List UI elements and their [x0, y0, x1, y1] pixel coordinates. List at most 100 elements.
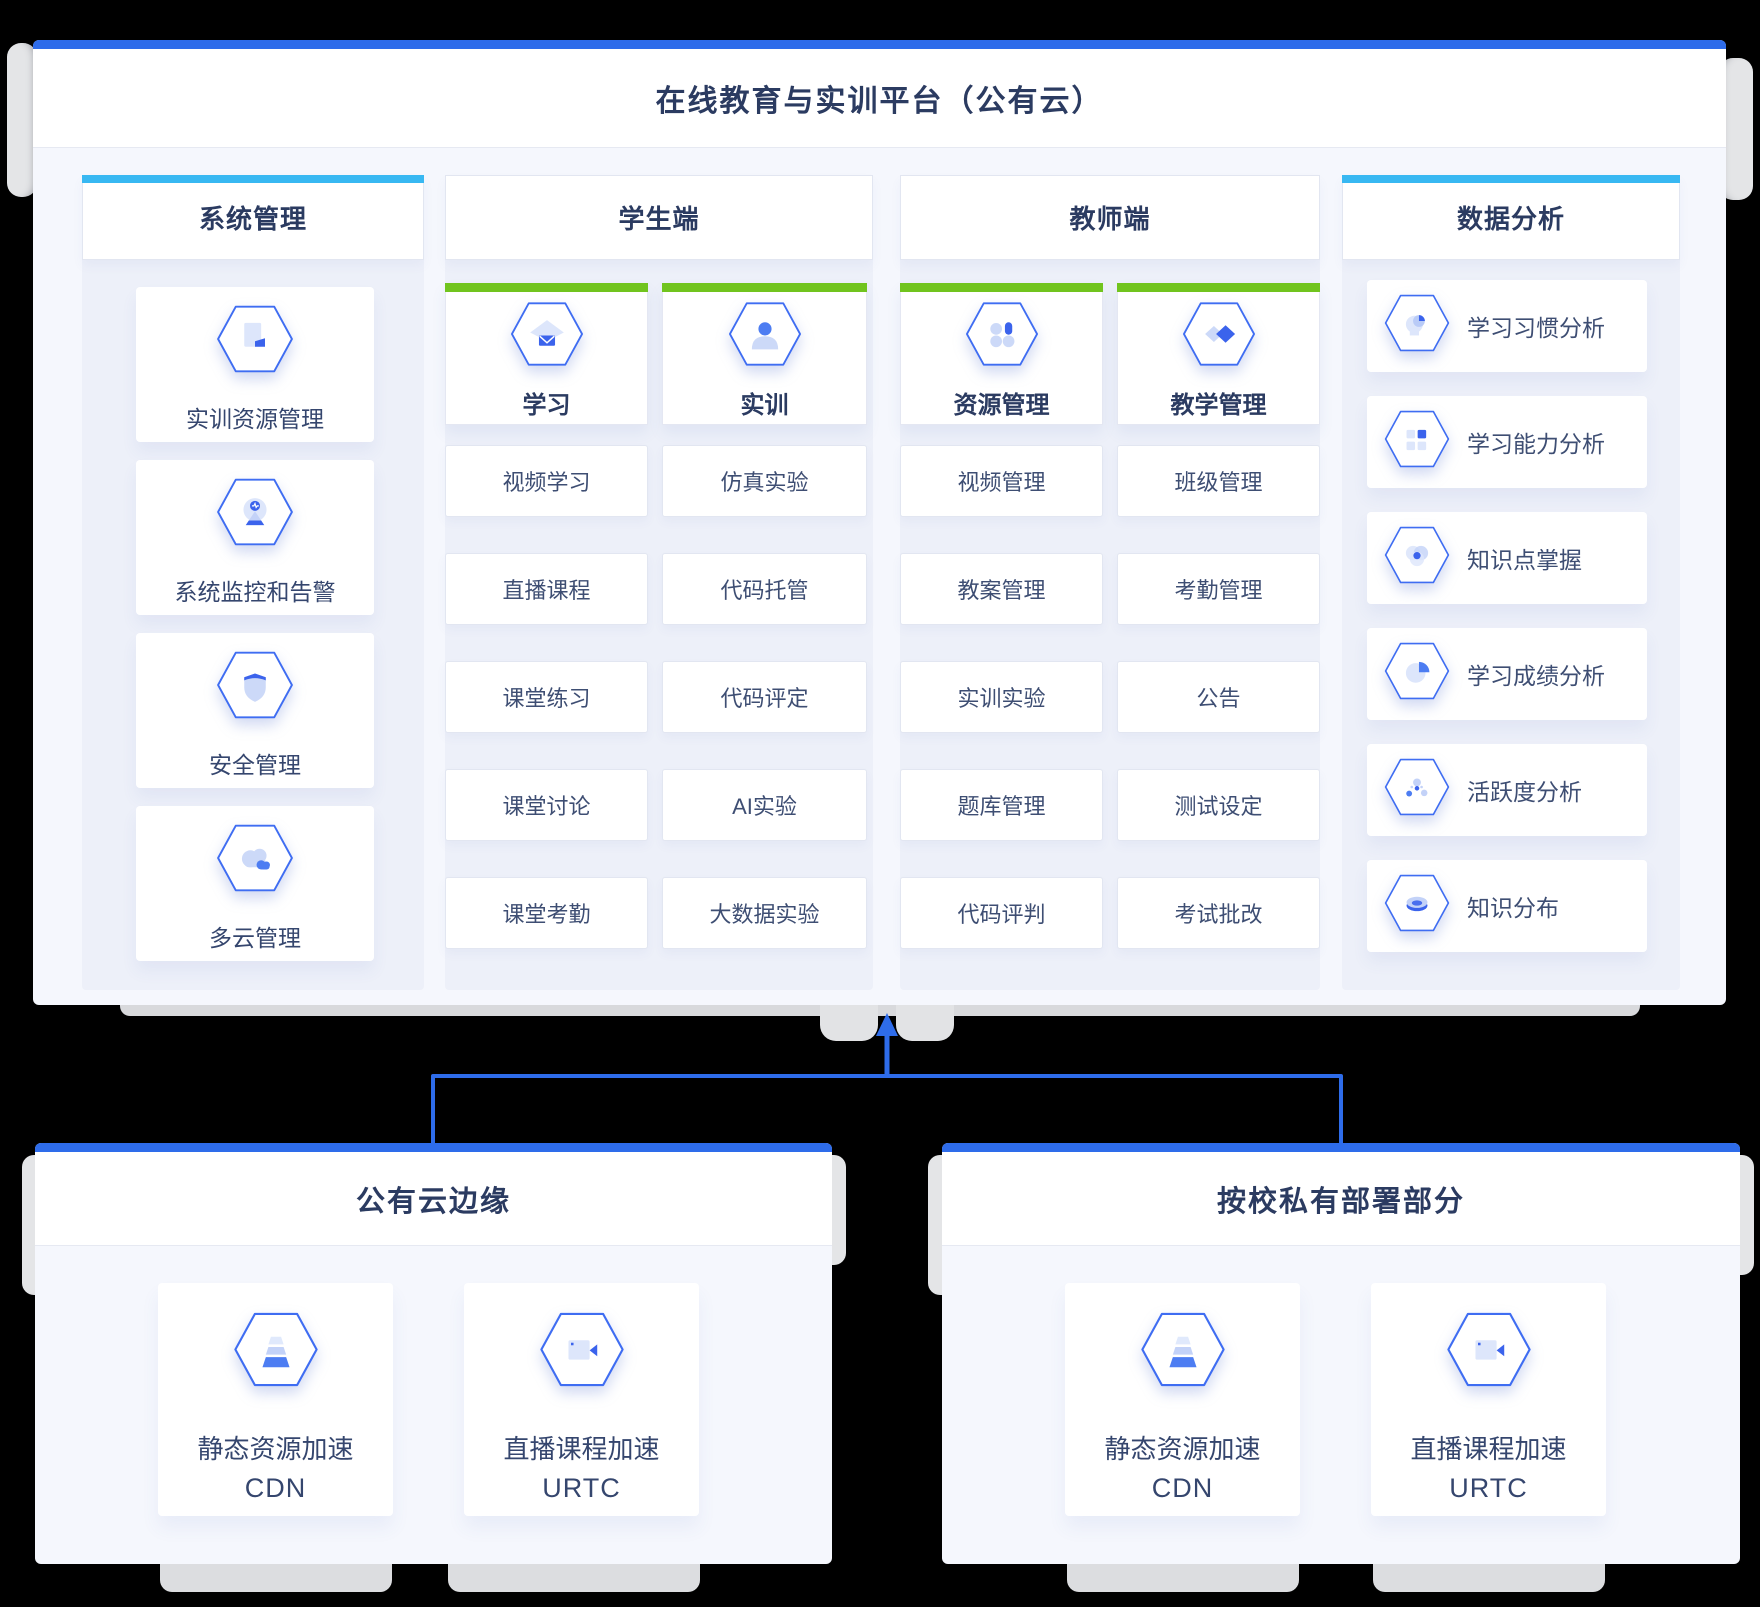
bottom-card-icon-wrap [158, 1311, 393, 1388]
bottom-card-icon-wrap [1065, 1311, 1300, 1388]
bottom-panel-header: 按校私有部署部分 [942, 1152, 1740, 1246]
analysis-row: 学习习惯分析 [1367, 280, 1647, 372]
bottom-card-label-line2: URTC [1449, 1473, 1528, 1503]
card-label: 实训资源管理 [186, 406, 324, 432]
subcolumn-header-card: 资源管理 [900, 283, 1103, 425]
list-item: 仿真实验 [662, 445, 867, 517]
card-label: 安全管理 [209, 752, 301, 778]
score-analysis-icon [1384, 642, 1450, 700]
card-icon-wrap [136, 477, 374, 547]
system-card: 实训资源管理 [136, 287, 374, 442]
list-item: 考勤管理 [1117, 553, 1320, 625]
analysis-row-label: 学习能力分析 [1467, 431, 1605, 457]
cdn-icon [1140, 1312, 1225, 1387]
list-item: 视频管理 [900, 445, 1103, 517]
training-resource-icon [217, 305, 293, 373]
practical-training-icon [728, 302, 801, 366]
column-title: 教师端 [1069, 204, 1151, 234]
bottom-card: 静态资源加速 CDN [1065, 1283, 1300, 1516]
panel-accent-bar [942, 1143, 1740, 1152]
row-icon-wrap [1383, 757, 1451, 823]
bottom-card-label-line1: 直播课程加速 [503, 1434, 660, 1464]
row-icon-wrap [1383, 293, 1451, 359]
row-icon-wrap [1383, 641, 1451, 707]
subcard-label: 教学管理 [1170, 392, 1267, 419]
multicloud-icon [217, 824, 293, 892]
list-item: AI实验 [662, 769, 867, 841]
subcard-accent-bar [662, 283, 867, 292]
list-item: 课堂考勤 [445, 877, 648, 949]
teaching-manage-icon [1182, 302, 1255, 366]
column-header-student: 学生端 [445, 175, 873, 260]
column-title: 系统管理 [198, 204, 307, 234]
subcard-icon-wrap [1118, 301, 1319, 367]
system-card: 多云管理 [136, 806, 374, 961]
list-item: 直播课程 [445, 553, 648, 625]
analysis-row: 知识点掌握 [1367, 512, 1647, 604]
study-icon [510, 302, 583, 366]
activity-analysis-icon [1384, 758, 1450, 816]
card-label: 多云管理 [209, 925, 301, 951]
card-label: 系统监控和告警 [174, 579, 336, 605]
bottom-card-icon-wrap [464, 1311, 699, 1388]
list-item: 考试批改 [1117, 877, 1320, 949]
main-panel-header: 在线教育与实训平台（公有云） [33, 49, 1726, 148]
subcard-label: 学习 [522, 392, 571, 419]
bottom-panel-header: 公有云边缘 [35, 1152, 832, 1246]
bottom-card-label-line2: CDN [244, 1473, 307, 1503]
bottom-card-label-line1: 静态资源加速 [1104, 1434, 1261, 1464]
list-item: 题库管理 [900, 769, 1103, 841]
security-shield-icon [217, 651, 293, 719]
resource-modules-icon [965, 302, 1038, 366]
subcard-label: 资源管理 [953, 392, 1050, 419]
bottom-card-icon-wrap [1371, 1311, 1606, 1388]
list-item: 课堂讨论 [445, 769, 648, 841]
list-item: 视频学习 [445, 445, 648, 517]
subcard-accent-bar [900, 283, 1103, 292]
live-camera-icon [539, 1312, 624, 1387]
bottom-card: 静态资源加速 CDN [158, 1283, 393, 1516]
list-item: 班级管理 [1117, 445, 1320, 517]
bottom-panel-title: 公有云边缘 [355, 1185, 511, 1218]
list-item: 测试设定 [1117, 769, 1320, 841]
column-header-system: 系统管理 [82, 175, 424, 260]
column-header-analysis: 数据分析 [1342, 175, 1680, 260]
column-title: 数据分析 [1456, 204, 1565, 234]
panel-accent-bar [35, 1143, 832, 1152]
card-icon-wrap [136, 304, 374, 374]
list-item: 教案管理 [900, 553, 1103, 625]
live-camera-icon [1446, 1312, 1531, 1387]
habit-analysis-icon [1384, 294, 1450, 352]
column-title: 学生端 [618, 204, 700, 234]
bottom-card-label-line2: CDN [1151, 1473, 1214, 1503]
analysis-row-label: 活跃度分析 [1467, 779, 1582, 805]
column-header-teacher: 教师端 [900, 175, 1320, 260]
list-item: 代码评判 [900, 877, 1103, 949]
card-icon-wrap [136, 650, 374, 720]
analysis-row-label: 学习成绩分析 [1467, 663, 1605, 689]
list-item: 实训实验 [900, 661, 1103, 733]
analysis-row: 学习能力分析 [1367, 396, 1647, 488]
card-icon-wrap [136, 823, 374, 893]
analysis-row-label: 知识分布 [1467, 895, 1559, 921]
subcolumn-header-card: 学习 [445, 283, 648, 425]
panel-accent-bar [33, 40, 1726, 49]
monitor-alert-icon [217, 478, 293, 546]
analysis-row: 知识分布 [1367, 860, 1647, 952]
subcard-accent-bar [1117, 283, 1320, 292]
row-icon-wrap [1383, 525, 1451, 591]
column-accent-bar [82, 175, 424, 183]
bottom-card-label-line1: 静态资源加速 [197, 1434, 354, 1464]
subcard-icon-wrap [663, 301, 866, 367]
system-card: 系统监控和告警 [136, 460, 374, 615]
list-item: 大数据实验 [662, 877, 867, 949]
knowledge-mastery-icon [1384, 526, 1450, 584]
subcard-icon-wrap [446, 301, 647, 367]
bottom-panel-title: 按校私有部署部分 [1216, 1185, 1465, 1218]
subcard-accent-bar [445, 283, 648, 292]
page-stack-left [7, 43, 37, 197]
